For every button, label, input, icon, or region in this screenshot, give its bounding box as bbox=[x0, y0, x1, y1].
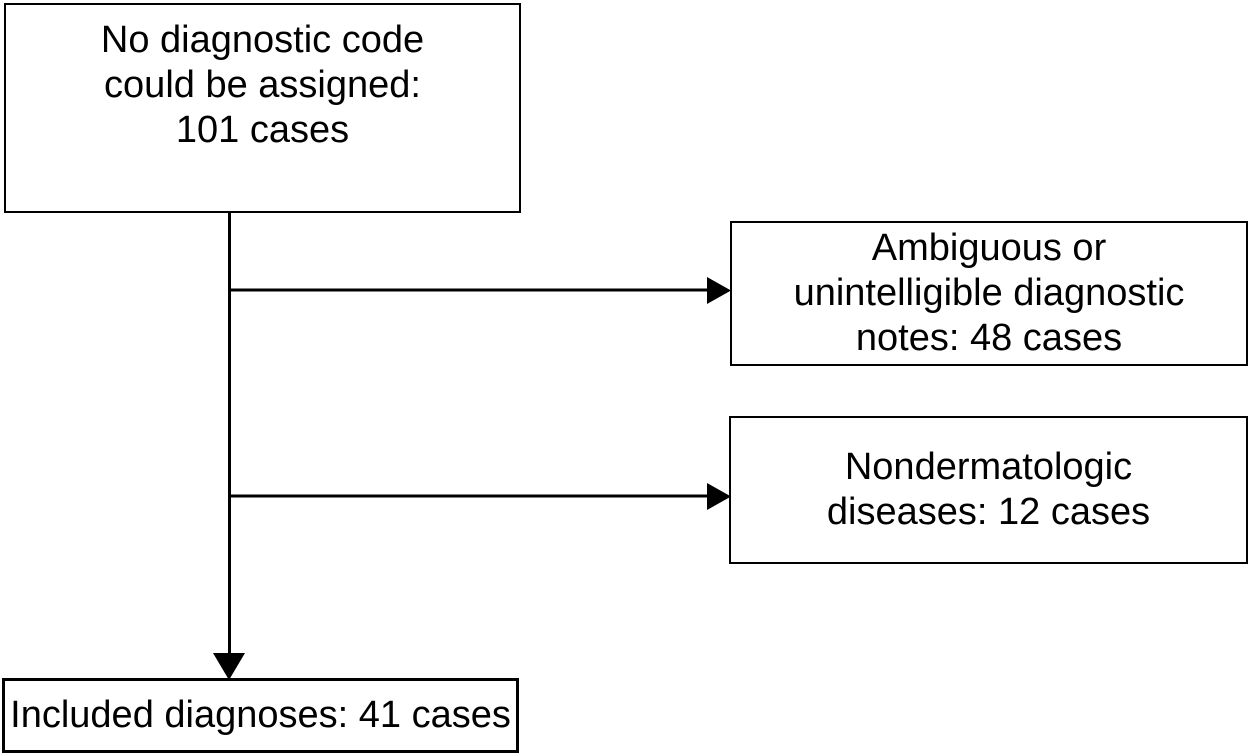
arrowhead-to-ambiguous-icon bbox=[707, 277, 731, 304]
node-nondermatologic-diseases-label: Nondermatologic diseases: 12 cases bbox=[826, 446, 1151, 533]
node-ambiguous-notes: Ambiguous or unintelligible diagnostic n… bbox=[730, 221, 1248, 366]
node-nondermatologic-diseases: Nondermatologic diseases: 12 cases bbox=[729, 416, 1248, 564]
node-ambiguous-notes-label: Ambiguous or unintelligible diagnostic n… bbox=[793, 227, 1185, 359]
node-no-diagnostic-code: No diagnostic code could be assigned: 10… bbox=[4, 3, 521, 213]
node-no-diagnostic-code-label: No diagnostic code could be assigned: 10… bbox=[100, 19, 425, 151]
node-included-diagnoses: Included diagnoses: 41 cases bbox=[2, 678, 519, 753]
arrowhead-to-included-icon bbox=[213, 653, 245, 680]
node-included-diagnoses-label: Included diagnoses: 41 cases bbox=[10, 694, 511, 736]
arrowhead-to-nondermatologic-icon bbox=[707, 483, 731, 510]
